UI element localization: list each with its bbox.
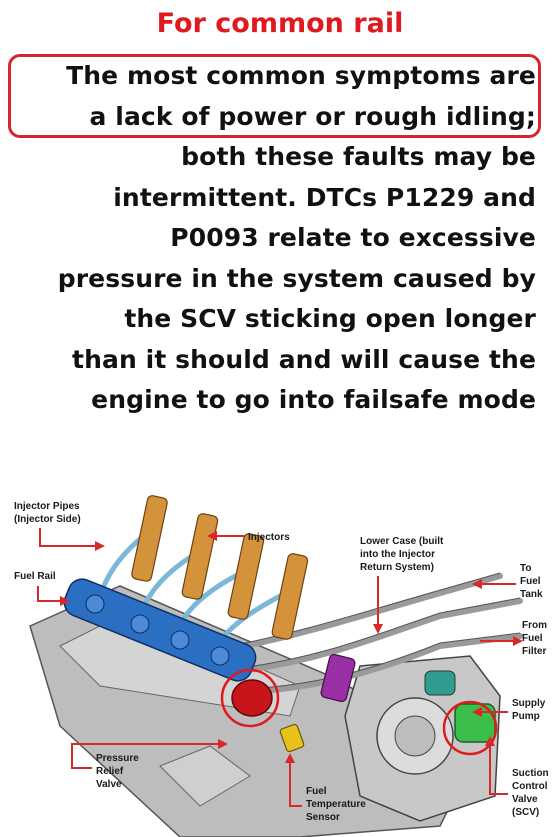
- paragraph-line: than it should and will cause the: [72, 344, 536, 374]
- label-injector-pipes: Injector Pipes (Injector Side): [14, 501, 81, 525]
- paragraph-line: engine to go into failsafe mode: [91, 385, 536, 414]
- svg-text:To: To: [520, 563, 531, 574]
- svg-text:Pressure: Pressure: [96, 753, 139, 764]
- svg-text:Tank: Tank: [520, 589, 543, 600]
- body-paragraph: The most common symptoms are a lack of p…: [10, 56, 536, 421]
- svg-text:Fuel: Fuel: [306, 786, 327, 797]
- svg-text:Temperature: Temperature: [306, 799, 366, 810]
- label-fuel-rail: Fuel Rail: [14, 571, 56, 582]
- svg-text:Fuel: Fuel: [520, 576, 541, 587]
- svg-text:Fuel: Fuel: [522, 633, 543, 644]
- highlight-box: [8, 54, 541, 138]
- svg-text:Sensor: Sensor: [306, 812, 340, 823]
- label-to-fuel-tank: To Fuel Tank: [520, 563, 543, 600]
- svg-text:(SCV): (SCV): [512, 807, 539, 818]
- label-from-fuel-filter: From Fuel Filter: [522, 620, 547, 657]
- supply-pump: [344, 655, 501, 822]
- paragraph-line: The most common symptoms are: [66, 61, 536, 90]
- label-injectors: Injectors: [248, 532, 290, 543]
- lower-case: [320, 653, 356, 703]
- label-lower-case: Lower Case (built into the Injector Retu…: [360, 536, 444, 573]
- fuel-rail: [63, 578, 257, 682]
- page-title: For common rail: [156, 8, 404, 39]
- svg-text:Injector Pipes: Injector Pipes: [14, 501, 80, 512]
- paragraph-line: intermittent. DTCs P1229 and: [113, 182, 536, 212]
- paragraph-line: pressure in the system caused by: [57, 263, 536, 293]
- svg-text:Suction: Suction: [512, 768, 549, 779]
- fuel-temperature-sensor: [279, 723, 305, 753]
- paragraph-line: P0093 relate to excessive: [170, 223, 536, 252]
- svg-text:Supply: Supply: [512, 698, 546, 709]
- svg-text:Valve: Valve: [512, 794, 538, 805]
- label-suction-control-valve: Suction Control Valve (SCV): [512, 768, 549, 818]
- paragraph-line: the SCV sticking open longer: [124, 304, 536, 333]
- svg-text:Control: Control: [512, 781, 548, 792]
- label-pressure-relief-valve: Pressure Relief Valve: [96, 753, 139, 790]
- pressure-relief-valve: [220, 668, 280, 728]
- return-pipes: [217, 573, 523, 694]
- svg-text:(Injector Side): (Injector Side): [14, 514, 81, 525]
- injectors: [131, 495, 309, 640]
- svg-text:Valve: Valve: [96, 779, 122, 790]
- svg-text:Pump: Pump: [512, 711, 540, 722]
- svg-text:From: From: [522, 620, 547, 631]
- label-supply-pump: Supply Pump: [512, 698, 546, 722]
- svg-text:Relief: Relief: [96, 766, 124, 777]
- paragraph-line: both these faults may be: [181, 142, 536, 171]
- paragraph-line: a lack of power or rough idling;: [89, 101, 536, 131]
- svg-text:into the Injector: into the Injector: [360, 549, 435, 560]
- fuel-system-diagram: Injector Pipes (Injector Side) Injectors…: [14, 495, 549, 837]
- svg-text:Filter: Filter: [522, 646, 547, 657]
- svg-text:Return System): Return System): [360, 562, 434, 573]
- leader-arrows: [37, 528, 523, 807]
- suction-control-valve: [442, 700, 498, 756]
- label-fuel-temperature-sensor: Fuel Temperature Sensor: [306, 786, 366, 823]
- return-pipes-outline: [219, 572, 521, 689]
- svg-text:Lower Case (built: Lower Case (built: [360, 536, 444, 547]
